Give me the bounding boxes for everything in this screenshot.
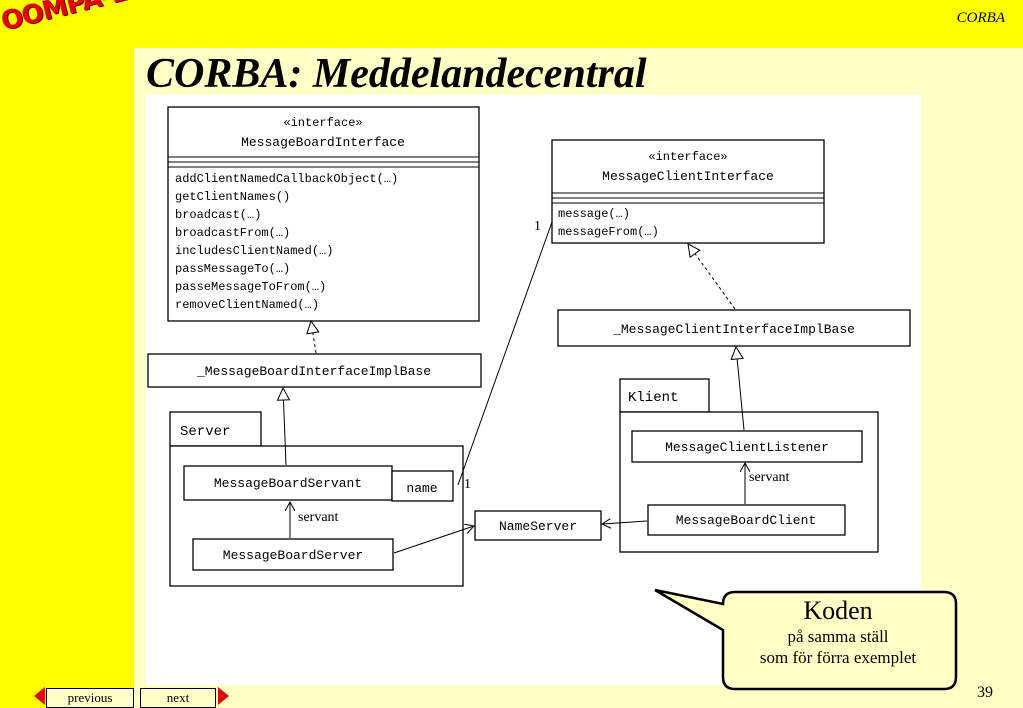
board-interface-name: MessageBoardInterface (241, 135, 405, 150)
board-method: includesClientNamed(…) (175, 244, 333, 258)
board-interface-stereotype: «interface» (283, 116, 362, 130)
callout-text: Koden på samma ställ som för förra exemp… (722, 596, 954, 668)
client-interface-class: «interface» MessageClientInterface messa… (551, 139, 825, 244)
client-nameserver-dependency (602, 521, 648, 524)
board-method: broadcast(…) (175, 208, 261, 222)
name-association (457, 221, 553, 486)
board-method: broadcastFrom(…) (175, 226, 290, 240)
previous-button[interactable]: previous (46, 688, 134, 708)
uml-svg: «interface» MessageBoardInterface addCli… (147, 106, 911, 587)
client-listener-name: MessageClientListener (665, 440, 829, 455)
board-servant-name: MessageBoardServant (214, 476, 362, 491)
board-server-name: MessageBoardServer (223, 548, 363, 563)
callout-title: Koden (803, 596, 873, 625)
server-package-label: Server (180, 424, 230, 440)
client-interface-name: MessageClientInterface (602, 169, 774, 184)
multiplicity-bottom: 1 (464, 477, 471, 492)
servant-label-right: servant (749, 470, 790, 485)
board-method: getClientNames() (175, 190, 290, 204)
board-method: removeClientNamed(…) (175, 298, 319, 312)
multiplicity-top: 1 (534, 219, 541, 234)
callout-line-2: som för förra exemplet (759, 648, 917, 667)
servant-label-left: servant (298, 510, 339, 525)
servant-generalization (283, 388, 286, 466)
board-servant-attribute: name (406, 481, 437, 496)
board-method: addClientNamedCallbackObject(…) (175, 172, 398, 186)
board-client-name: MessageBoardClient (676, 513, 816, 528)
board-impl-realization (311, 321, 316, 354)
client-method: message(…) (558, 207, 630, 221)
client-impl-name: _MessageClientInterfaceImplBase (612, 322, 855, 337)
board-client-class: MessageBoardClient (647, 504, 846, 536)
callout-line-1: på samma ställ (787, 627, 889, 646)
client-impl-class: _MessageClientInterfaceImplBase (557, 309, 911, 347)
next-arrow-icon[interactable] (218, 687, 229, 705)
listener-generalization (736, 347, 745, 431)
board-server-class: MessageBoardServer (192, 538, 394, 571)
board-impl-class: _MessageBoardInterfaceImplBase (147, 353, 482, 388)
client-interface-stereotype: «interface» (648, 150, 727, 164)
slide-title: CORBA: Meddelandecentral (146, 51, 647, 97)
board-method: passMessageTo(…) (175, 262, 290, 276)
board-interface-class: «interface» MessageBoardInterface addCli… (167, 106, 480, 322)
uml-diagram: «interface» MessageBoardInterface addCli… (146, 95, 921, 685)
board-servant-class: MessageBoardServant name (183, 465, 454, 502)
board-impl-name: _MessageBoardInterfaceImplBase (196, 364, 431, 379)
server-nameserver-dependency (393, 526, 474, 554)
page-number: 39 (977, 684, 993, 701)
client-package-label: Klient (628, 390, 678, 406)
next-button[interactable]: next (140, 688, 216, 708)
client-method: messageFrom(…) (558, 225, 659, 239)
client-impl-realization (688, 244, 736, 310)
board-method: passeMessageToFrom(…) (175, 280, 326, 294)
section-label: CORBA (956, 10, 1005, 26)
previous-arrow-icon[interactable] (34, 687, 45, 705)
name-server-name: NameServer (499, 519, 577, 534)
